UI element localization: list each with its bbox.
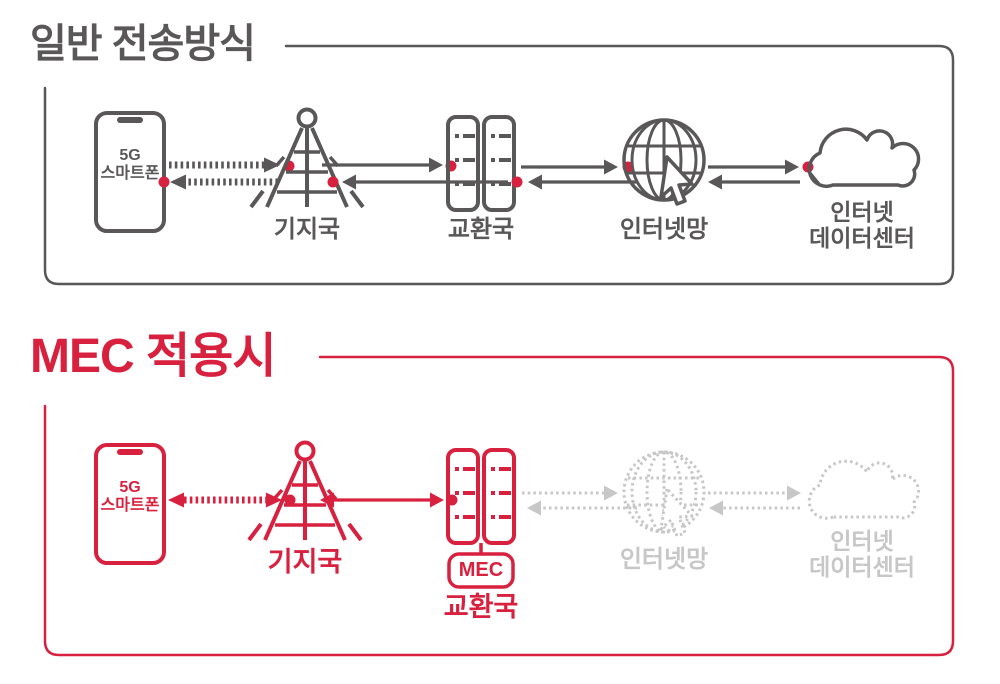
phone-icon-normal bbox=[94, 111, 166, 233]
exchange-label: 교환국 bbox=[443, 592, 519, 622]
connection-dot bbox=[511, 176, 523, 188]
mec-badge-label: MEC bbox=[458, 559, 504, 581]
datacenter-cloud-icon-ghost bbox=[807, 459, 921, 520]
phone-notch bbox=[117, 449, 143, 455]
mec-panel-title: MEC 적용시 bbox=[30, 330, 276, 383]
datacenter-label-line2-ghost: 데이터센터 bbox=[809, 554, 915, 580]
cursor-icon-ghost bbox=[659, 487, 694, 538]
base-station-icon-mec bbox=[247, 440, 363, 542]
base-station-label: 기지국 bbox=[273, 216, 341, 243]
ghost-arrow-datacenter-to-internet bbox=[709, 500, 800, 516]
arrow-internet-to-datacenter bbox=[708, 159, 799, 175]
arrow-exchange-to-internet bbox=[521, 159, 618, 175]
normal-panel-title: 일반 전송방식 bbox=[30, 22, 256, 66]
exchange-label: 교환국 bbox=[447, 216, 515, 243]
phone-label-line2: 스마트폰 bbox=[100, 497, 160, 514]
arrow-datacenter-to-internet bbox=[708, 172, 821, 190]
internet-label: 인터넷망 bbox=[619, 216, 709, 243]
connection-dot bbox=[327, 176, 339, 188]
mec-panel-frame bbox=[43, 355, 955, 657]
downlink-dotted-arrow-normal bbox=[170, 174, 278, 190]
internet-label-ghost: 인터넷망 bbox=[619, 546, 709, 573]
tower-exchange-arrow-mec bbox=[320, 492, 444, 508]
internet-globe-icon-ghost bbox=[622, 450, 706, 538]
datacenter-label-line1: 인터넷 bbox=[830, 199, 894, 225]
datacenter-label-line1-ghost: 인터넷 bbox=[830, 528, 894, 554]
uplink-dotted-arrow-normal bbox=[169, 157, 280, 173]
ghost-arrow-internet-to-datacenter bbox=[708, 485, 801, 501]
phone-tower-dotted-arrow-mec bbox=[168, 492, 282, 508]
phone-label-line2: 스마트폰 bbox=[100, 165, 160, 182]
datacenter-cloud-icon-normal bbox=[807, 127, 921, 189]
arrow-tower-to-exchange bbox=[322, 157, 443, 173]
phone-icon-mec bbox=[94, 443, 166, 565]
datacenter-label-line2: 데이터센터 bbox=[809, 225, 915, 251]
phone-label-line1: 5G bbox=[119, 479, 141, 496]
exchange-icon-mec bbox=[446, 448, 516, 589]
arrow-internet-to-exchange bbox=[528, 174, 638, 190]
internet-globe-icon-normal bbox=[622, 118, 706, 206]
connection-dot bbox=[158, 176, 170, 188]
ghost-arrow-exchange-to-internet bbox=[522, 485, 618, 501]
normal-panel-frame bbox=[43, 44, 955, 286]
ghost-arrow-internet-to-exchange bbox=[527, 500, 637, 516]
exchange-icon-normal bbox=[446, 115, 516, 212]
cursor-icon bbox=[659, 155, 694, 206]
phone-notch bbox=[117, 117, 143, 123]
connection-dot bbox=[284, 494, 296, 506]
base-station-icon-normal bbox=[249, 107, 365, 209]
phone-label-line1: 5G bbox=[119, 147, 141, 164]
base-station-label: 기지국 bbox=[267, 547, 343, 577]
mec-badge bbox=[447, 552, 515, 589]
